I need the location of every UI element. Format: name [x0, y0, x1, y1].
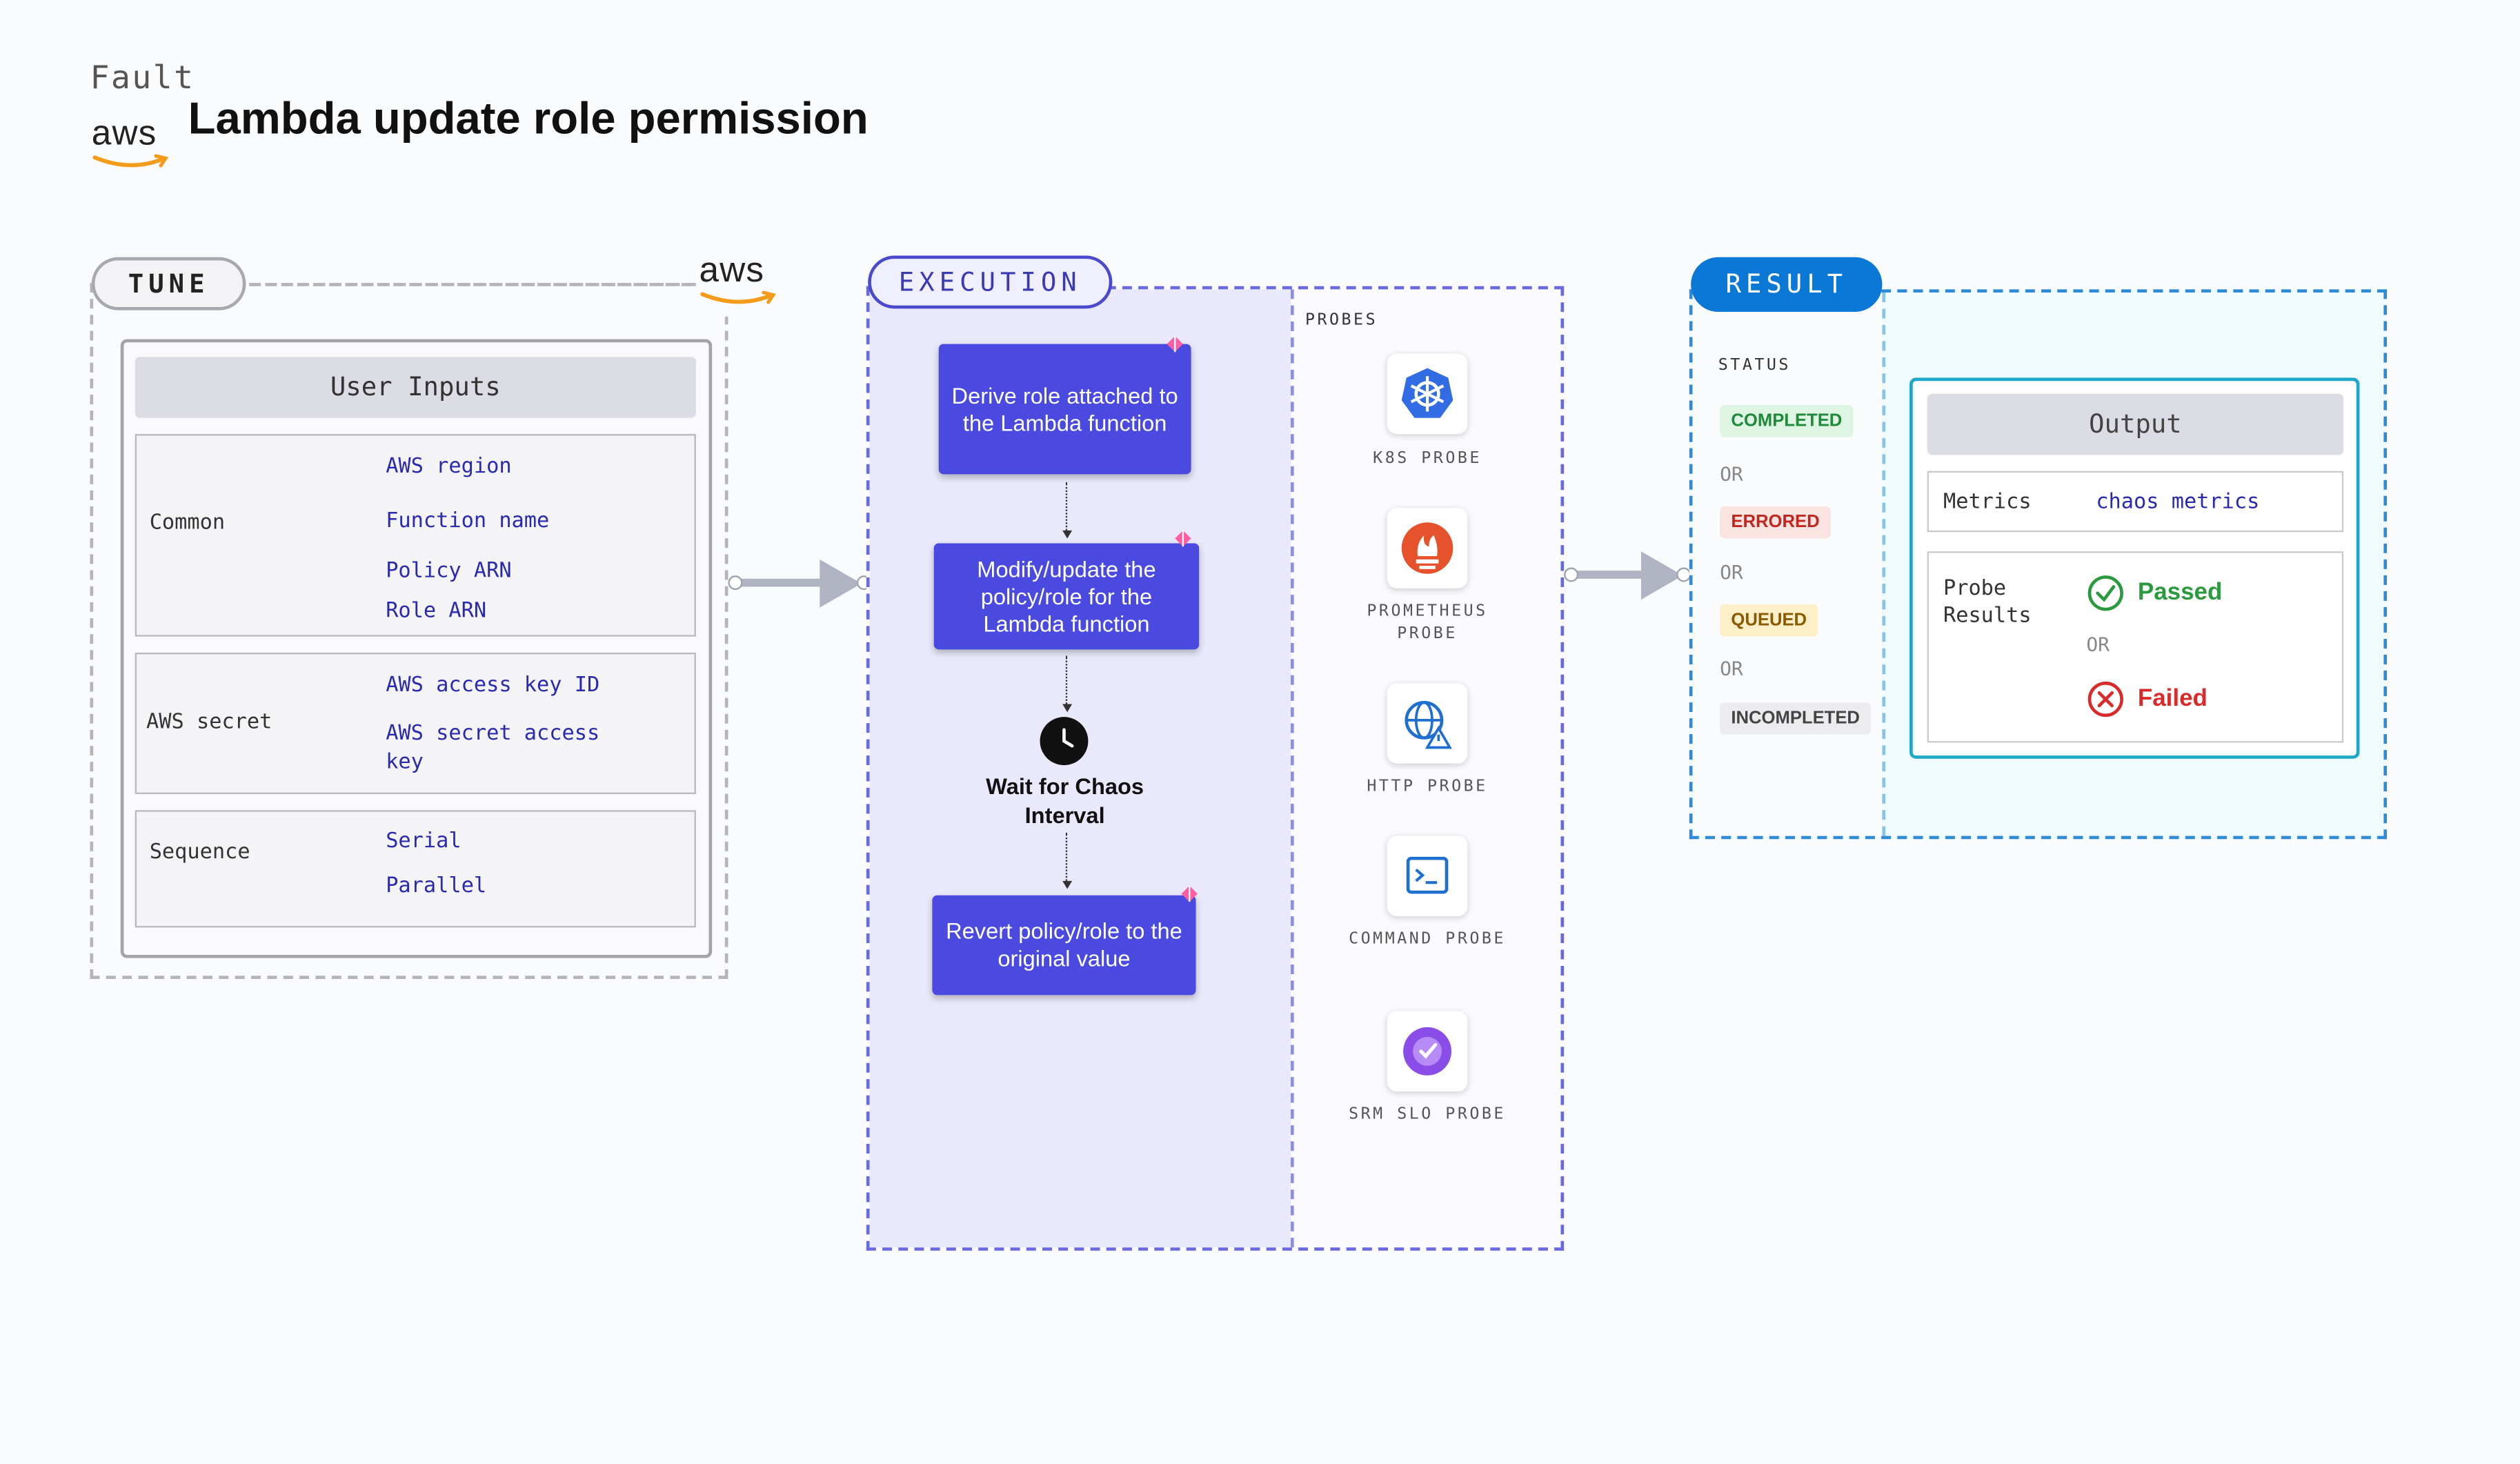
metrics-label: Metrics	[1943, 490, 2032, 515]
failed-x-icon	[2087, 681, 2123, 718]
status-queued-badge: QUEUED	[1720, 604, 1818, 637]
input-aws-region: AWS region	[386, 455, 512, 479]
step-modify-policy: Modify/update the policy/role for the La…	[933, 543, 1200, 650]
prometheus-icon	[1401, 522, 1454, 574]
aws-logo: aws	[92, 115, 175, 180]
status-errored-badge: ERRORED	[1720, 506, 1831, 539]
input-policy-arn: Policy ARN	[386, 559, 512, 584]
clock-icon	[1040, 717, 1089, 766]
execution-pill: EXECUTION	[868, 255, 1113, 309]
input-secret-access-key: AWS secret access key	[386, 722, 600, 775]
status-title: STATUS	[1718, 357, 1791, 375]
result-pill: RESULT	[1691, 257, 1883, 313]
http-probe-label: HTTP PROBE	[1367, 778, 1488, 796]
probes-title: PROBES	[1304, 312, 1378, 330]
probe-results-label: Probe Results	[1943, 577, 2032, 629]
flow-arrow	[1062, 530, 1073, 539]
prometheus-probe-label: PROMETHEUS PROBE	[1367, 602, 1488, 643]
status-incompleted-badge: INCOMPLETED	[1720, 702, 1872, 735]
group-label: Common	[149, 511, 226, 535]
flow-arrow	[1062, 880, 1073, 889]
globe-icon	[1405, 700, 1452, 749]
input-access-key-id: AWS access key ID	[386, 673, 600, 698]
group-label: Sequence	[149, 840, 250, 865]
connector-dot	[728, 575, 743, 591]
or-label: OR	[1720, 657, 1743, 680]
input-role-arn: Role ARN	[386, 600, 487, 624]
connector-arrow-head	[1640, 551, 1683, 600]
or-label: OR	[1720, 463, 1743, 486]
flow-arrow	[1062, 704, 1073, 713]
srm-slo-probe-card	[1387, 1011, 1468, 1092]
k8s-probe-label: K8S PROBE	[1373, 450, 1482, 468]
aws-smile-icon	[92, 154, 169, 168]
connector-arrow-head	[820, 559, 862, 608]
status-area	[1692, 293, 1883, 836]
connector-line	[736, 578, 823, 587]
status-completed-badge: COMPLETED	[1720, 405, 1854, 437]
step-text: Modify/update the policy/role for the La…	[977, 555, 1156, 636]
failed-label: Failed	[2137, 684, 2208, 713]
result-divider	[1882, 293, 1886, 836]
step-text: Revert policy/role to the original value	[946, 918, 1182, 971]
or-label: OR	[2086, 633, 2110, 656]
flow-line	[1065, 832, 1068, 881]
probe-results-row: Probe Results Passed OR Failed	[1927, 551, 2344, 743]
prometheus-probe-card	[1387, 508, 1468, 588]
step-revert-policy: Revert policy/role to the original value	[932, 895, 1196, 996]
slo-icon	[1403, 1027, 1451, 1076]
input-function-name: Function name	[386, 509, 550, 534]
http-probe-card	[1387, 683, 1468, 764]
tune-aws-logo: aws	[695, 252, 786, 317]
terminal-icon	[1406, 856, 1449, 894]
kubernetes-icon	[1401, 368, 1454, 418]
chaos-icon	[1175, 530, 1191, 547]
flow-line	[1065, 482, 1068, 531]
input-group-sequence: Sequence Serial Parallel	[135, 810, 696, 928]
aws-smile-icon	[700, 290, 776, 304]
input-parallel: Parallel	[386, 874, 487, 899]
or-label: OR	[1720, 561, 1743, 584]
user-inputs-title: User Inputs	[135, 357, 696, 418]
flow-line	[1065, 655, 1068, 704]
step-derive-role: Derive role attached to the Lambda funct…	[938, 344, 1191, 475]
output-title: Output	[1927, 393, 2344, 455]
command-probe-label: COMMAND PROBE	[1349, 931, 1506, 949]
metrics-value: chaos metrics	[2096, 490, 2260, 515]
metrics-row: Metrics chaos metrics	[1927, 471, 2344, 533]
fault-label: Fault	[90, 57, 195, 97]
execution-divider	[1290, 289, 1294, 1248]
input-group-aws-secret: AWS secret AWS access key ID AWS secret …	[135, 652, 696, 795]
input-group-common: Common AWS region Function name Policy A…	[135, 434, 696, 637]
tune-top-line	[249, 283, 691, 286]
group-label: AWS secret	[146, 710, 272, 735]
input-serial: Serial	[386, 829, 462, 854]
tune-pill: TUNE	[91, 257, 246, 310]
command-probe-card	[1387, 835, 1468, 917]
connector-line	[1574, 571, 1645, 579]
connector-dot	[1564, 567, 1579, 582]
chaos-icon	[1181, 885, 1198, 902]
step-text: Derive role attached to the Lambda funct…	[951, 382, 1178, 435]
passed-check-icon	[2087, 575, 2123, 611]
chaos-icon	[1167, 335, 1183, 353]
passed-label: Passed	[2137, 578, 2223, 606]
k8s-probe-card	[1387, 353, 1468, 435]
page-title: Lambda update role permission	[188, 93, 869, 144]
srm-slo-probe-label: SRM SLO PROBE	[1349, 1106, 1506, 1124]
step-wait-chaos-interval: Wait for Chaos Interval	[986, 773, 1144, 828]
